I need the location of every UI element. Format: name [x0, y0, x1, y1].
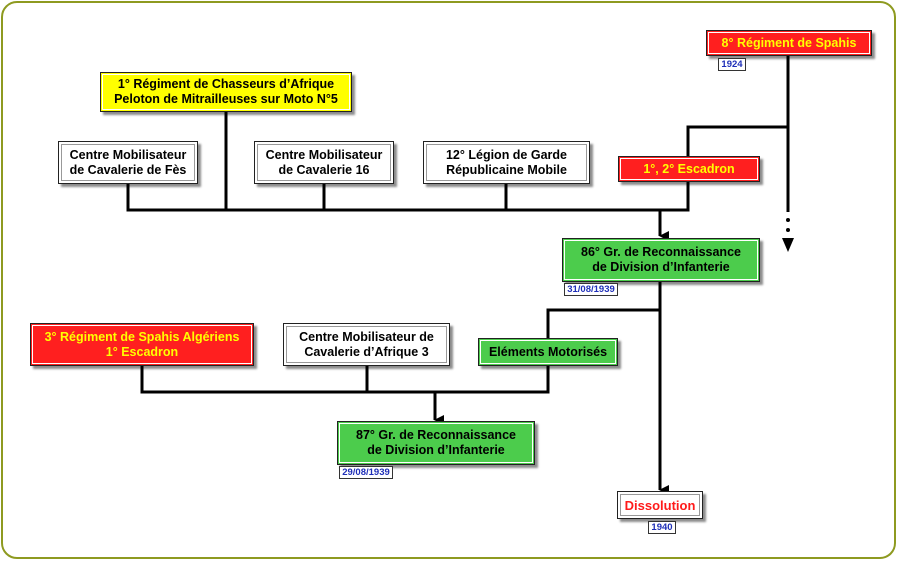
node-dissolution: Dissolution [617, 491, 703, 519]
node-1er-rca: 1° Régiment de Chasseurs d’Afrique Pelot… [100, 72, 352, 112]
node-86e-grdi: 86° Gr. de Reconnaissance de Division d’… [562, 238, 760, 282]
line-spahis8-to-escadron [686, 125, 790, 158]
continuation-dot-1 [786, 218, 790, 222]
node-cm-cavalerie-fes: Centre Mobilisateur de Cavalerie de Fès [58, 141, 198, 184]
node-12e-legion-garde: 12° Légion de Garde Républicaine Mobile [423, 141, 590, 184]
continuation-dot-2 [786, 228, 790, 232]
continuation-arrowhead [782, 238, 794, 252]
line-grdi86-to-motorises [546, 308, 662, 340]
node-1-2-escadron: 1°, 2° Escadron [618, 156, 760, 182]
node-elements-motorises: Eléments Motorisés [478, 338, 618, 366]
date-8e-regiment-spahis: 1924 [718, 58, 746, 71]
date-86e-grdi: 31/08/1939 [564, 283, 618, 296]
node-87e-grdi: 87° Gr. de Reconnaissance de Division d’… [337, 421, 535, 465]
node-cm-cavalerie-16: Centre Mobilisateur de Cavalerie 16 [254, 141, 394, 184]
date-87e-grdi: 29/08/1939 [339, 466, 393, 479]
node-8e-regiment-spahis: 8° Régiment de Spahis [706, 30, 872, 56]
continuation-gap [785, 212, 791, 242]
node-3e-spahis-algeriens: 3° Régiment de Spahis Algériens 1° Escad… [30, 323, 254, 366]
date-dissolution: 1940 [648, 521, 676, 534]
node-cm-cavalerie-afrique-3: Centre Mobilisateur de Cavalerie d’Afriq… [283, 323, 450, 366]
